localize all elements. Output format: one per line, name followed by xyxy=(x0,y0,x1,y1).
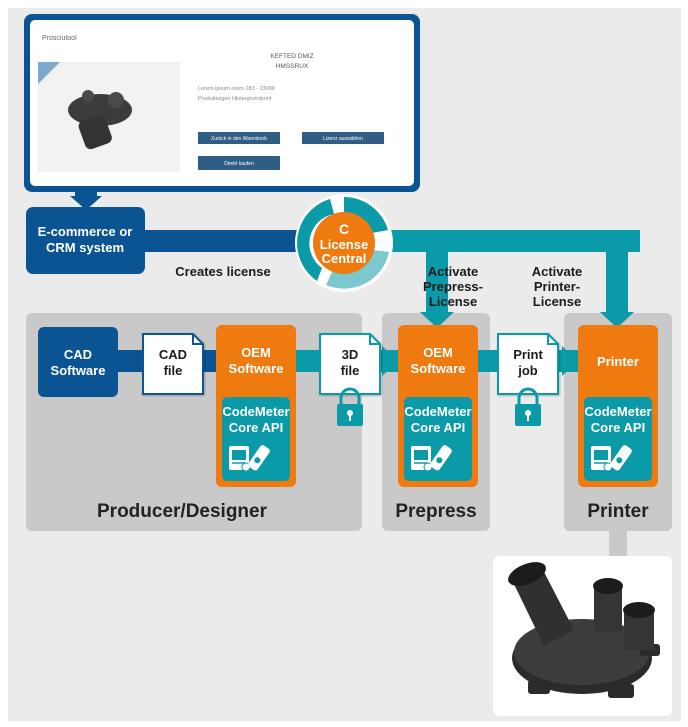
svg-text:Core API: Core API xyxy=(229,420,283,435)
license-central-label-1: License xyxy=(320,237,368,252)
svg-text:file: file xyxy=(164,363,183,378)
crm-to-license-line xyxy=(145,230,300,252)
usb-dongle-icon xyxy=(248,445,270,471)
oem-software-2-box: OEM Software CodeMeter Core API xyxy=(398,325,478,487)
screenshot-button-1: Zurück in den Warenkorb xyxy=(211,136,267,142)
screenshot-button-2: Lizenz auswählen xyxy=(323,136,363,142)
svg-text:OEM: OEM xyxy=(241,345,271,360)
svg-text:CAD: CAD xyxy=(64,347,92,362)
certificate-icon xyxy=(591,446,613,472)
license-flow-lines xyxy=(380,230,640,328)
svg-text:Activate: Activate xyxy=(428,264,479,279)
screenshot-part-image xyxy=(68,90,132,150)
crm-system-box: E-commerce or CRM system xyxy=(26,207,145,274)
svg-text:Core API: Core API xyxy=(591,420,645,435)
svg-text:file: file xyxy=(341,363,360,378)
svg-text:Printer: Printer xyxy=(597,354,639,369)
print-job-document: Print job xyxy=(497,333,559,395)
lock-icon xyxy=(515,387,541,426)
screenshot-title-1: KEFTED DMIZ xyxy=(270,53,313,60)
license-central-label-2: Central xyxy=(322,251,367,266)
svg-text:License: License xyxy=(429,294,477,309)
license-central-icon: C License Central xyxy=(295,194,393,292)
screenshot-button-3: Direkt kaufen xyxy=(224,161,254,167)
svg-text:Software: Software xyxy=(51,363,106,378)
svg-text:Prepress-: Prepress- xyxy=(423,279,483,294)
screenshot-header: Prosciutool xyxy=(42,35,77,42)
cad-software-box: CAD Software xyxy=(38,327,118,397)
usb-dongle-icon xyxy=(430,445,452,471)
certificate-icon xyxy=(229,446,251,472)
printer-box: Printer CodeMeter Core API xyxy=(578,325,658,487)
webshop-screenshot: Prosciutool KEFTED DMIZ HMSSRUX Lorem ip… xyxy=(24,14,420,192)
oem-software-1-box: OEM Software CodeMeter Core API xyxy=(216,325,296,487)
crm-label-2: CRM system xyxy=(46,240,124,255)
svg-text:job: job xyxy=(517,363,538,378)
activate-prepress-label: Activate Prepress- License xyxy=(423,264,483,309)
certificate-icon xyxy=(411,446,433,472)
section-label-prepress: Prepress xyxy=(395,501,476,522)
3d-file-document: 3D file xyxy=(319,333,381,395)
svg-text:Software: Software xyxy=(411,361,466,376)
activate-printer-label: Activate Printer- License xyxy=(532,264,583,309)
svg-text:Activate: Activate xyxy=(532,264,583,279)
section-label-producer: Producer/Designer xyxy=(97,501,268,522)
svg-text:CodeMeter: CodeMeter xyxy=(222,404,289,419)
creates-license-label: Creates license xyxy=(175,264,270,279)
svg-text:Core API: Core API xyxy=(411,420,465,435)
svg-text:CAD: CAD xyxy=(159,347,187,362)
section-label-printer: Printer xyxy=(587,501,649,522)
screenshot-title-2: HMSSRUX xyxy=(276,63,309,70)
svg-text:Print: Print xyxy=(513,347,543,362)
svg-text:License: License xyxy=(533,294,581,309)
svg-text:3D: 3D xyxy=(342,347,359,362)
printed-part-photo xyxy=(493,556,672,716)
svg-text:OEM: OEM xyxy=(423,345,453,360)
cad-file-document: CAD file xyxy=(142,333,204,395)
svg-text:Printer-: Printer- xyxy=(534,279,580,294)
crm-label-1: E-commerce or xyxy=(38,224,133,239)
screenshot-to-crm-arrow xyxy=(70,190,102,210)
usb-dongle-icon xyxy=(610,445,632,471)
lock-icon xyxy=(337,387,363,426)
printer-photo-connector xyxy=(609,531,627,557)
screenshot-detail-1: Lorem ipsum orem 183 - 13099 xyxy=(198,86,275,92)
svg-text:CodeMeter: CodeMeter xyxy=(404,404,471,419)
screenshot-detail-2: Produkteigen Hintergrundprint xyxy=(198,96,272,102)
svg-text:CodeMeter: CodeMeter xyxy=(584,404,651,419)
svg-text:Software: Software xyxy=(229,361,284,376)
codemeter-glyph-icon: C xyxy=(339,221,349,237)
